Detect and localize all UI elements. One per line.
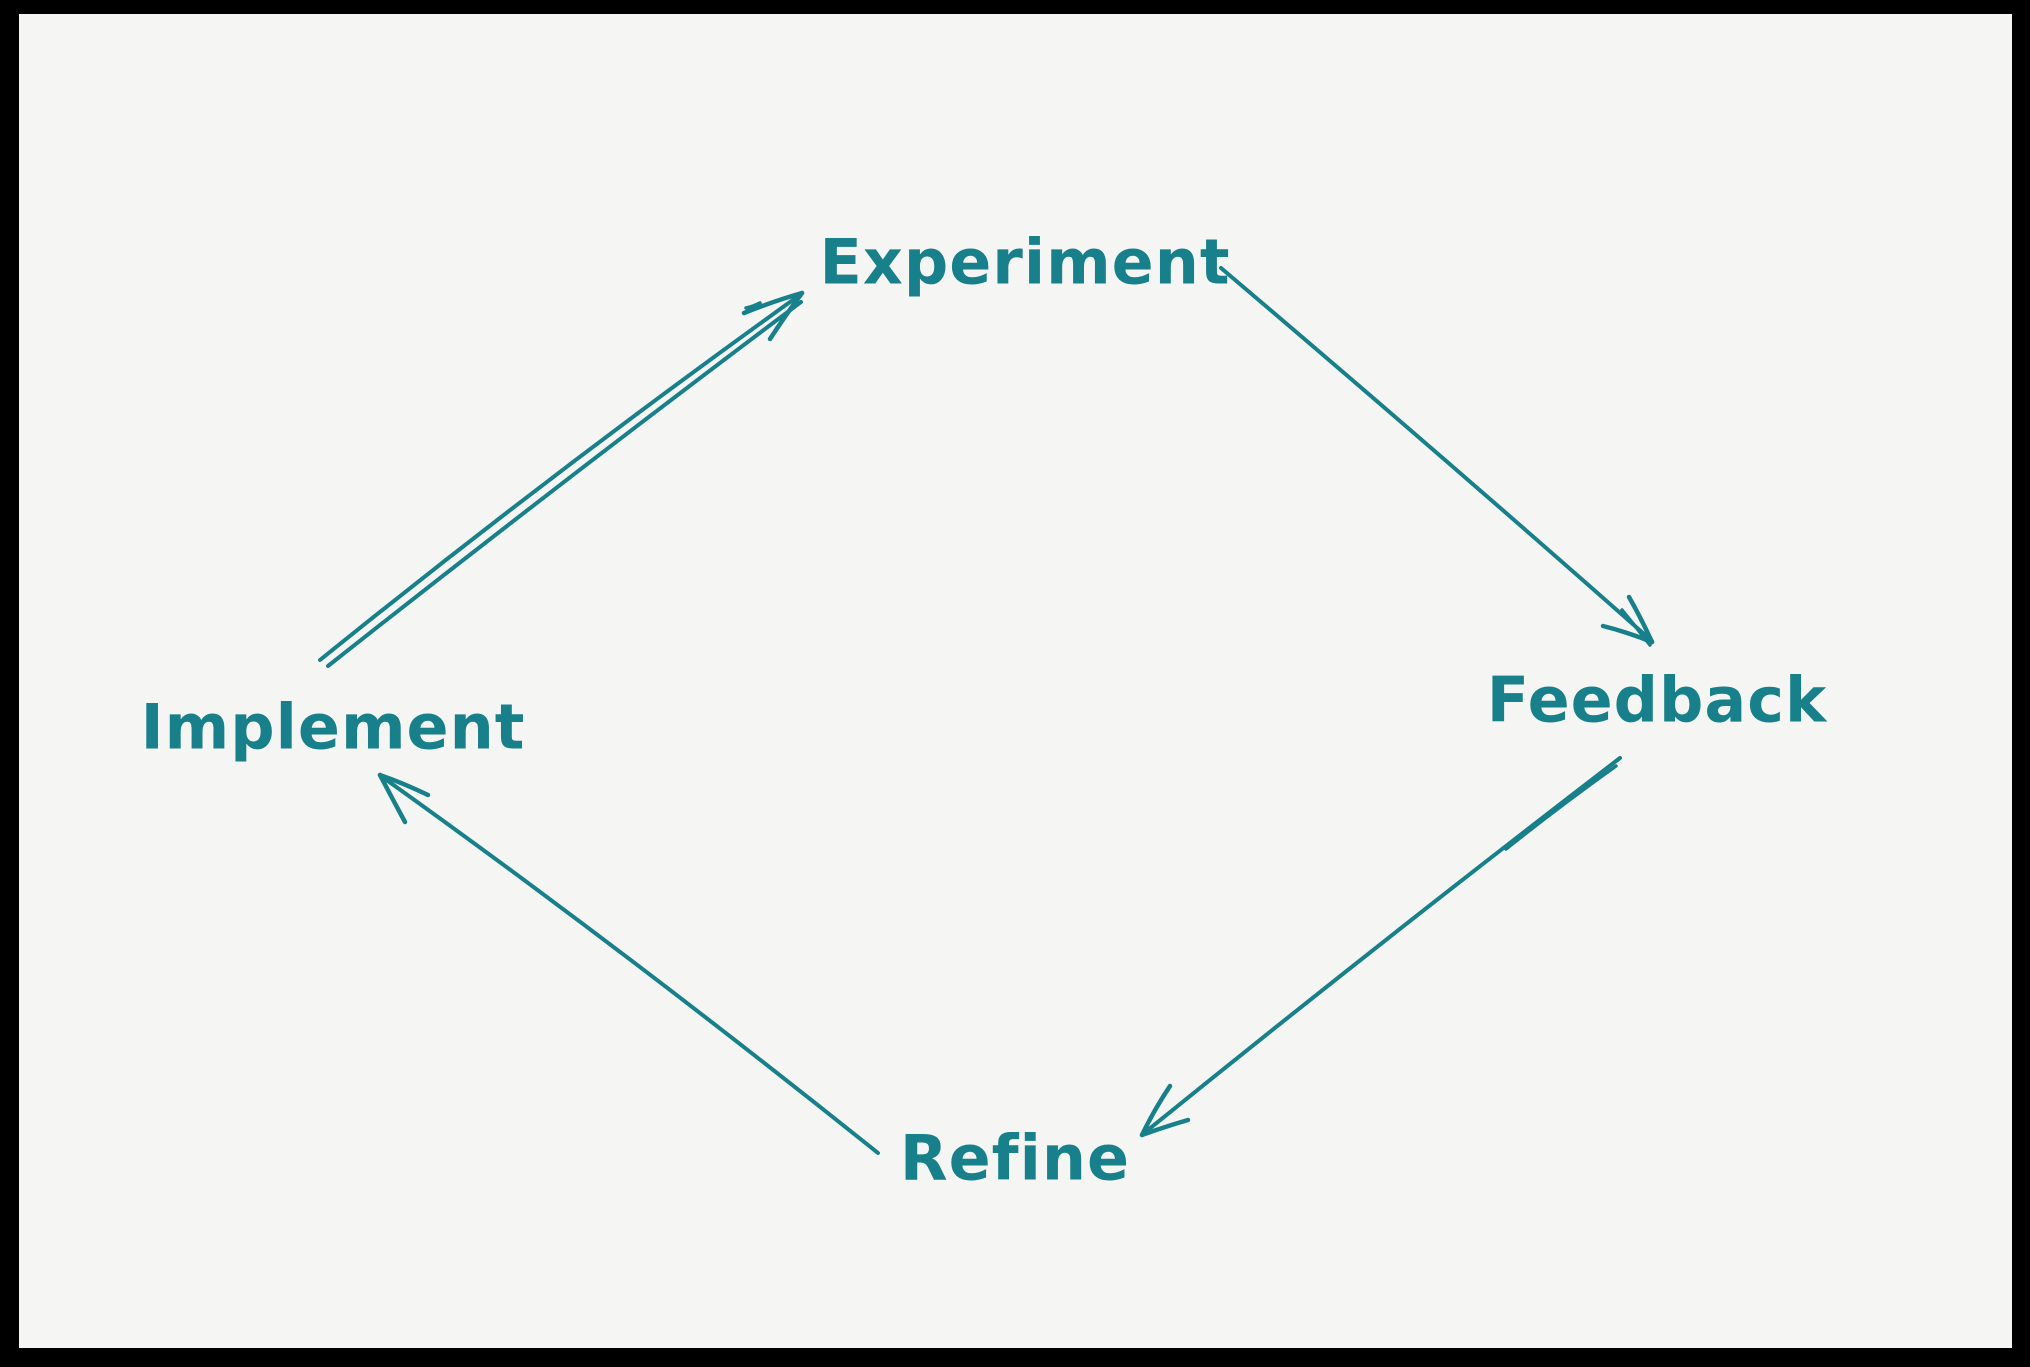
- arrowhead-barb: [1139, 1083, 1173, 1138]
- arrowhead-barb: [377, 772, 408, 825]
- diagram-canvas: [19, 14, 2012, 1348]
- arrowhead-to-refine: [1139, 1083, 1191, 1138]
- edge-refine-to-implement: [377, 772, 880, 1155]
- node-label-refine: Refine: [899, 1121, 1131, 1195]
- edge-feedback-to-refine: [1139, 756, 1622, 1138]
- edge-line: [318, 295, 799, 662]
- edge-line: [1141, 756, 1622, 1136]
- arrowhead-barb: [1626, 594, 1655, 645]
- edge-line: [1219, 266, 1654, 643]
- node-label-implement: Implement: [140, 690, 526, 764]
- arrowhead-barb: [377, 772, 431, 798]
- node-label-feedback: Feedback: [1486, 663, 1828, 737]
- arrowhead-barb: [767, 290, 805, 342]
- arrowhead-barb: [741, 290, 805, 316]
- edge-implement-to-experiment: [318, 290, 805, 668]
- edge-experiment-to-feedback: [1219, 266, 1655, 647]
- arrowhead-to-implement: [377, 772, 431, 825]
- arrowhead-to-feedback: [1600, 594, 1655, 647]
- arrowhead-barb: [744, 301, 762, 310]
- edge-line: [326, 300, 803, 668]
- node-label-experiment: Experiment: [819, 225, 1231, 299]
- edge-line: [379, 774, 880, 1155]
- edge-line: [1504, 764, 1618, 851]
- arrowhead-barb: [1620, 608, 1652, 647]
- arrowhead-barb: [1139, 1117, 1191, 1138]
- arrowhead-to-experiment: [741, 290, 805, 342]
